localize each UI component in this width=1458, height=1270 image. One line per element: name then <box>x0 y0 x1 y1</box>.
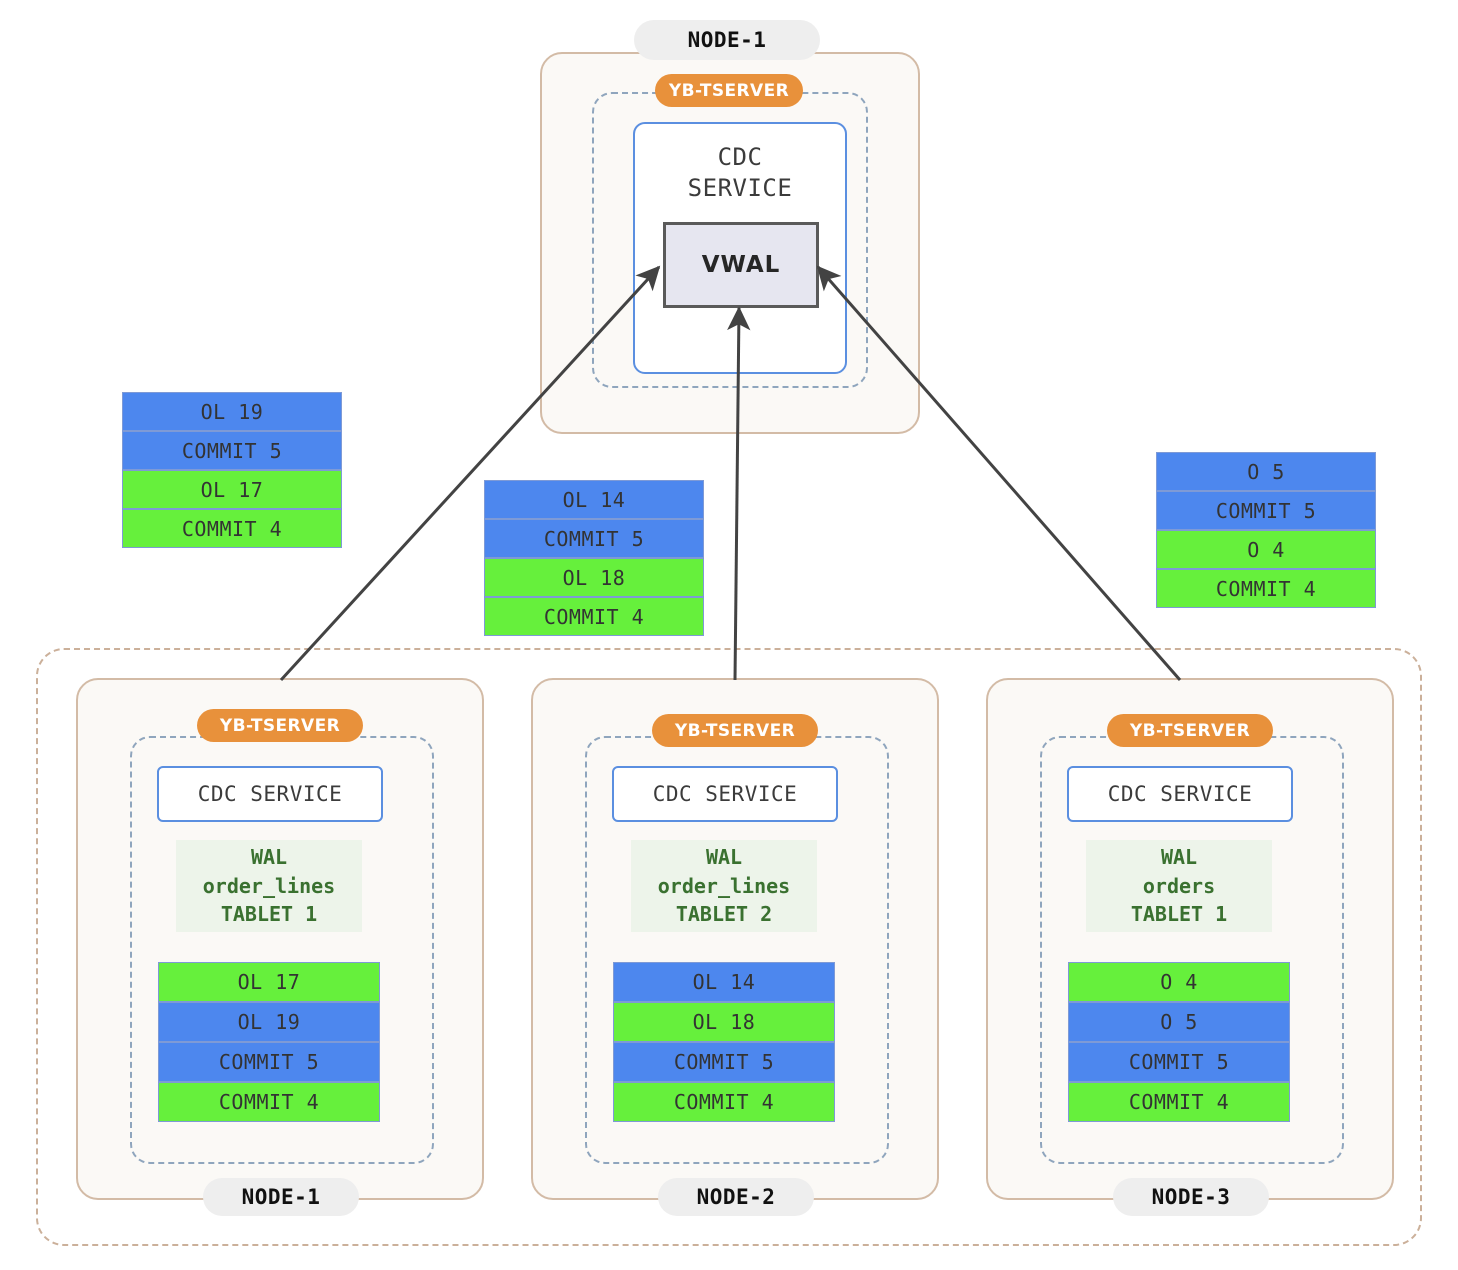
cluster-wal-line2-0: order_lines <box>202 873 336 898</box>
record-row: OL 19 <box>122 392 342 431</box>
cluster-tserver-label-0: YB-TSERVER <box>219 715 341 736</box>
cluster-tserver-label-1: YB-TSERVER <box>674 720 796 741</box>
cluster-cdc-label-0: CDC SERVICE <box>197 782 343 806</box>
cluster-wal-block-2: WAL orders TABLET 1 <box>1086 840 1272 932</box>
record-row: COMMIT 5 <box>484 519 704 558</box>
cluster-node-badge-0: NODE-1 <box>203 1178 359 1216</box>
cluster-wal-line3-1: TABLET 2 <box>675 902 773 927</box>
cluster-node-label-2: NODE-3 <box>1151 1185 1231 1209</box>
record-row: OL 19 <box>158 1002 380 1042</box>
cluster-node-label-1: NODE-2 <box>696 1185 776 1209</box>
cluster-outline <box>36 648 1422 1246</box>
consumer-cdc-line2: SERVICE <box>687 173 793 202</box>
cluster-tserver-badge-1: YB-TSERVER <box>652 714 818 747</box>
record-row: COMMIT 4 <box>1068 1082 1290 1122</box>
cluster-node-label-0: NODE-1 <box>241 1185 321 1209</box>
cluster-wal-block-0: WAL order_lines TABLET 1 <box>176 840 362 932</box>
record-row: COMMIT 4 <box>1156 569 1376 608</box>
record-row: COMMIT 4 <box>158 1082 380 1122</box>
record-row: OL 14 <box>613 962 835 1002</box>
cluster-wal-line3-0: TABLET 1 <box>220 902 318 927</box>
record-row: O 4 <box>1156 530 1376 569</box>
cluster-wal-line2-1: order_lines <box>657 873 791 898</box>
cluster-tserver-badge-2: YB-TSERVER <box>1107 714 1273 747</box>
cluster-tserver-badge-0: YB-TSERVER <box>197 709 363 742</box>
record-row: O 4 <box>1068 962 1290 1002</box>
record-row: COMMIT 4 <box>484 597 704 636</box>
cluster-wal-line3-2: TABLET 1 <box>1130 902 1228 927</box>
cluster-node-badge-2: NODE-3 <box>1113 1178 1269 1216</box>
consumer-cdc-line1: CDC <box>717 143 763 171</box>
cluster-cdc-box-0: CDC SERVICE <box>157 766 383 822</box>
record-row: COMMIT 5 <box>158 1042 380 1082</box>
cluster-wal-line1-2: WAL <box>1160 845 1198 870</box>
consumer-tserver-badge: YB-TSERVER <box>655 74 803 107</box>
record-row: OL 14 <box>484 480 704 519</box>
record-row: O 5 <box>1156 452 1376 491</box>
cluster-cdc-box-2: CDC SERVICE <box>1067 766 1293 822</box>
record-row: COMMIT 4 <box>613 1082 835 1122</box>
record-row: COMMIT 5 <box>1068 1042 1290 1082</box>
consumer-node-label-badge: NODE-1 <box>634 20 820 60</box>
record-row: O 5 <box>1068 1002 1290 1042</box>
record-row: COMMIT 4 <box>122 509 342 548</box>
cluster-wal-block-1: WAL order_lines TABLET 2 <box>631 840 817 932</box>
consumer-tserver-label: YB-TSERVER <box>668 80 790 101</box>
record-row: OL 17 <box>122 470 342 509</box>
vwal-label: VWAL <box>701 252 781 278</box>
record-row: OL 17 <box>158 962 380 1002</box>
record-row: OL 18 <box>613 1002 835 1042</box>
record-row: COMMIT 5 <box>1156 491 1376 530</box>
cluster-wal-line1-0: WAL <box>250 845 288 870</box>
vwal-box: VWAL <box>663 222 819 308</box>
cluster-cdc-box-1: CDC SERVICE <box>612 766 838 822</box>
consumer-node-label: NODE-1 <box>687 28 767 52</box>
cluster-wal-line2-2: orders <box>1142 873 1216 898</box>
cluster-node-badge-1: NODE-2 <box>658 1178 814 1216</box>
cluster-cdc-label-2: CDC SERVICE <box>1107 782 1253 806</box>
record-row: OL 18 <box>484 558 704 597</box>
cluster-tserver-label-2: YB-TSERVER <box>1129 720 1251 741</box>
cluster-wal-line1-1: WAL <box>705 845 743 870</box>
record-row: COMMIT 5 <box>613 1042 835 1082</box>
cluster-cdc-label-1: CDC SERVICE <box>652 782 798 806</box>
record-row: COMMIT 5 <box>122 431 342 470</box>
